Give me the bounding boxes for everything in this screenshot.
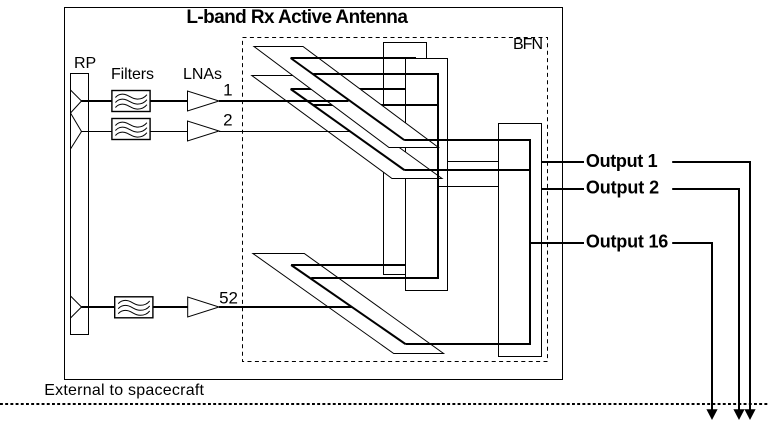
svg-text:Output 1: Output 1 — [586, 151, 658, 171]
svg-text:2: 2 — [223, 110, 232, 129]
svg-text:Output 16: Output 16 — [586, 232, 668, 252]
svg-text:RP: RP — [74, 55, 96, 72]
svg-text:1: 1 — [223, 80, 232, 99]
svg-text:Output 2: Output 2 — [586, 178, 659, 198]
svg-text:LNAs: LNAs — [183, 66, 222, 83]
svg-text:External to spacecraft: External to spacecraft — [44, 382, 204, 399]
svg-text:BFN: BFN — [513, 36, 543, 53]
svg-text:Filters: Filters — [111, 66, 154, 83]
svg-text:L-band Rx Active Antenna: L-band Rx Active Antenna — [186, 7, 408, 28]
svg-text:52: 52 — [219, 289, 238, 308]
